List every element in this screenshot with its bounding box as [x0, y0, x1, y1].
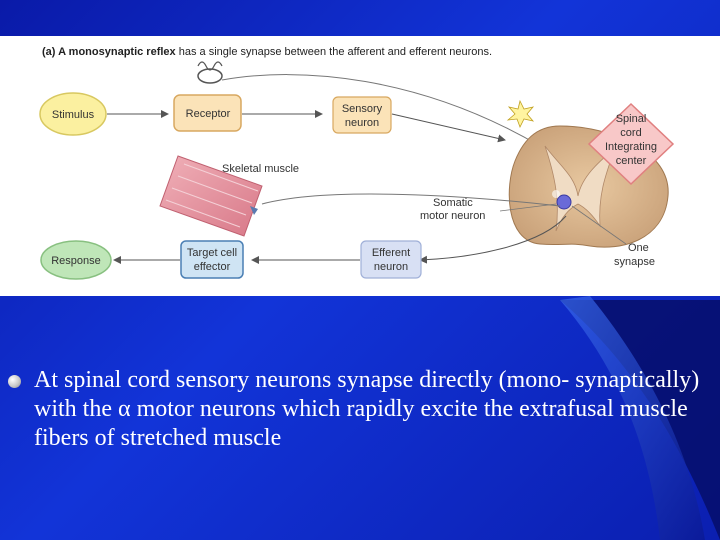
bullet-text-before: At spinal cord sensory neurons synapse d…	[34, 367, 700, 422]
skeletal-muscle: Skeletal muscle	[159, 155, 299, 237]
receptor-label: Receptor	[186, 108, 231, 120]
somatic-label-line2: motor neuron	[420, 210, 485, 222]
efferent-neuron-node: Efferent neuron	[360, 240, 422, 279]
somatic-leader-line	[499, 203, 557, 212]
bullet-dot-icon	[8, 375, 21, 388]
sensory-axon	[221, 74, 541, 147]
bullet-text: At spinal cord sensory neurons synapse d…	[34, 366, 708, 453]
stimulus-label: Stimulus	[52, 109, 95, 121]
monosynaptic-reflex-figure: (a) A monosynaptic reflex has a single s…	[0, 36, 720, 296]
arrow-cord-efferent	[419, 215, 567, 264]
somatic-label-line1: Somatic	[433, 197, 473, 209]
diagram-title: (a) A monosynaptic reflex has a single s…	[42, 46, 492, 58]
burst-icon	[506, 99, 535, 128]
receptor-node: Receptor	[173, 61, 242, 132]
one-synapse-label-line1: One	[628, 242, 649, 254]
alpha-symbol: α	[118, 396, 131, 422]
response-node: Response	[40, 240, 112, 280]
target-label-line2: effector	[194, 261, 231, 273]
sensory-label-line2: neuron	[345, 117, 379, 129]
spinal-label-line1: Spinal	[616, 113, 647, 125]
spinal-label-line3: Integrating	[605, 141, 657, 153]
title-bold: (a) A monosynaptic reflex	[42, 46, 177, 58]
efferent-label-line1: Efferent	[372, 247, 410, 259]
title-rest: has a single synapse between the afferen…	[176, 46, 492, 58]
spinal-label-line2: cord	[620, 127, 641, 139]
efferent-label-line2: neuron	[374, 261, 408, 273]
target-label-line1: Target cell	[187, 247, 237, 259]
stimulus-node: Stimulus	[39, 92, 107, 136]
bullet-point: At spinal cord sensory neurons synapse d…	[8, 366, 708, 453]
arrow-sensory-cord	[391, 113, 506, 143]
motor-neuron-body-icon	[556, 194, 572, 210]
response-label: Response	[51, 255, 101, 267]
one-synapse-label-line2: synapse	[614, 256, 655, 268]
spinal-cord-integrating-center-node: Spinal cord Integrating center	[587, 102, 675, 186]
target-cell-effector-node: Target cell effector	[180, 240, 244, 279]
skeletal-muscle-label: Skeletal muscle	[222, 163, 299, 175]
sensory-neuron-node: Sensory neuron	[332, 96, 392, 134]
spinal-label-line4: center	[616, 155, 647, 167]
motor-axon	[261, 193, 561, 207]
bullet-text-after: motor neurons which rapidly excite the e…	[34, 396, 688, 451]
receptor-coil-icon	[197, 68, 223, 84]
sensory-label-line1: Sensory	[342, 103, 383, 115]
synapse-leader-line	[571, 205, 627, 245]
